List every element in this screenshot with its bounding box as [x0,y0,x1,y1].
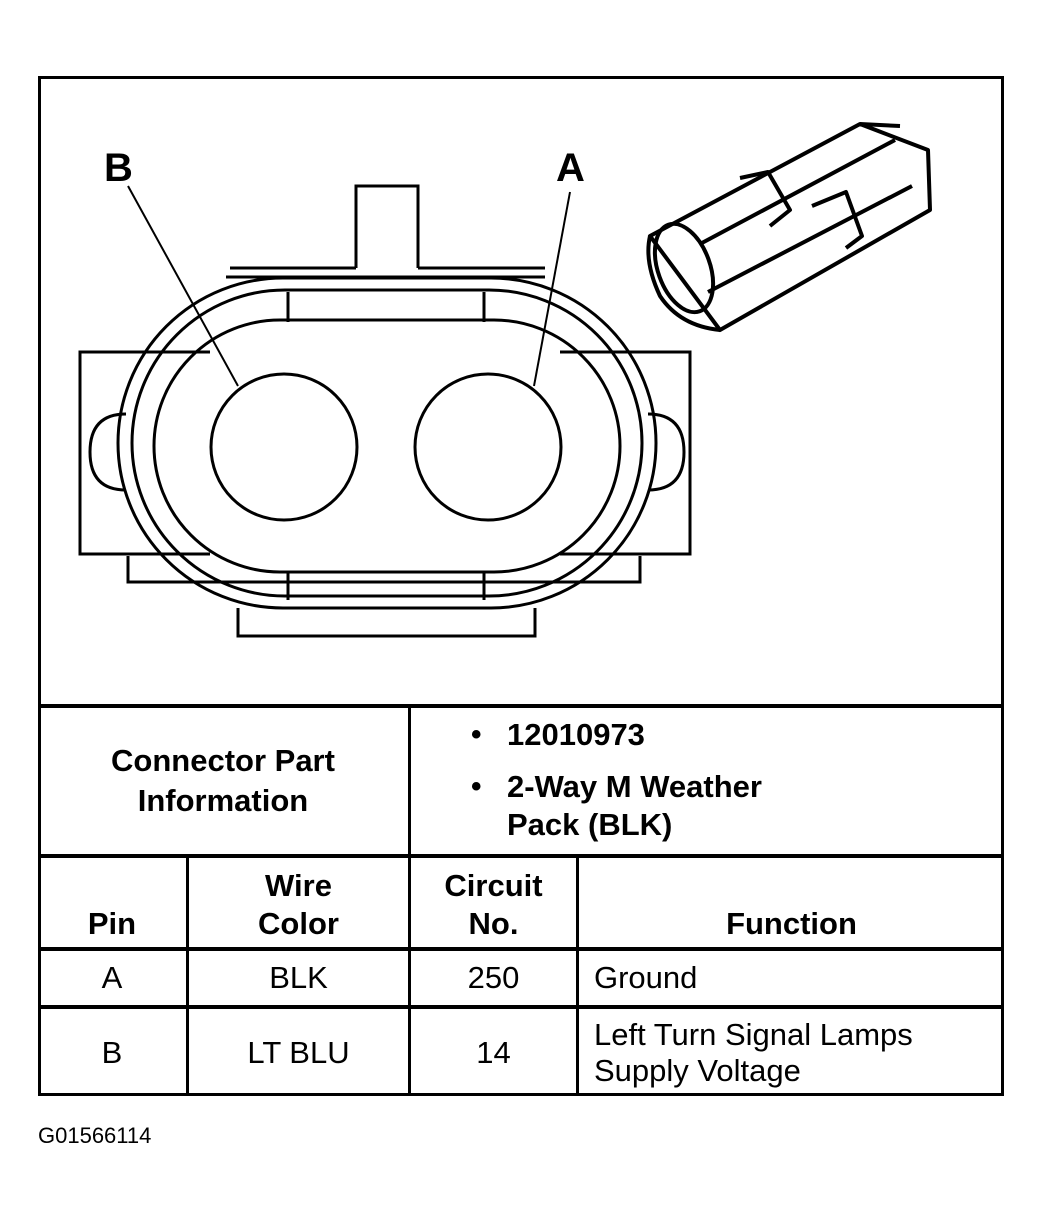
connector-info-values: • 12010973 • 2-Way M Weather Pack (BLK) [471,716,991,854]
connector-face-drawing [78,122,932,638]
table-row-a-wire-color: BLK [269,960,328,995]
table-rule-vertical [576,854,579,1096]
header-wire-color-line1: Wire [265,868,332,903]
header-pin: Pin [38,858,186,947]
leader-line-a [533,191,571,387]
connector-info-label-line2: Information [137,783,309,818]
part-number-item: • 12010973 [471,716,991,754]
table-top-border [38,704,1004,708]
header-circuit-no-line1: Circuit [444,868,543,903]
connector-type-item: • 2-Way M Weather Pack (BLK) [471,768,991,844]
housing-outer [116,276,658,610]
table-row-b-function: Left Turn Signal Lamps Supply Voltage [594,1009,999,1096]
header-function-line2: Function [726,906,857,941]
pin-cavity-a [413,372,563,522]
connector-info-label-line1: Connector Part [111,743,335,778]
bullet-icon: • [471,718,482,751]
header-wire-color-line2: Color [258,906,339,941]
housing-inner [152,318,622,574]
header-function: Function [579,858,1004,947]
table-rule-vertical [408,704,411,1096]
figure-id: G01566114 [38,1123,152,1148]
table-rule [38,854,1004,858]
connector-type-text: 2-Way M Weather Pack (BLK) [507,768,762,844]
part-number: 12010973 [507,717,645,752]
table-row-b-function-line2: Supply Voltage [594,1052,801,1088]
right-side-block [560,350,692,556]
connector-type-line1: 2-Way M Weather [507,769,762,804]
bottom-foot [236,608,537,638]
leader-line-b [127,185,239,387]
pin-cavity-b [209,372,359,522]
header-pin-line2: Pin [87,906,137,941]
table-row-b-function-line1: Left Turn Signal Lamps [594,1016,913,1052]
table-rule [38,947,1004,951]
connector-info-table: Connector Part Information • 12010973 • … [38,704,1004,1096]
table-row-b-wire-color: LT BLU [247,1034,350,1070]
bullet-icon: • [471,770,482,803]
table-row-a-function-line1: Ground [594,960,698,995]
pin-label-a: A [556,146,585,190]
table-row-a-function: Ground [594,951,994,1005]
table-row-a-circuit-no: 250 [467,960,520,995]
table-row-b-pin: B [101,1034,123,1070]
header-wire-color: Wire Color [189,858,408,947]
table-row-b-circuit-no: 14 [476,1034,511,1070]
connector-info-label: Connector Part Information [38,708,408,854]
table-row-a-pin: A [101,960,123,995]
connector-pictogram [646,122,932,332]
diagram-frame [38,76,1004,1096]
pin-label-b: B [104,146,133,190]
table-rule [38,1005,1004,1009]
header-circuit-no-line2: No. [468,906,519,941]
connector-type-line2: Pack (BLK) [507,807,673,842]
header-circuit-no: Circuit No. [411,858,576,947]
latch-tab [354,184,420,268]
table-rule-vertical [186,854,189,1096]
